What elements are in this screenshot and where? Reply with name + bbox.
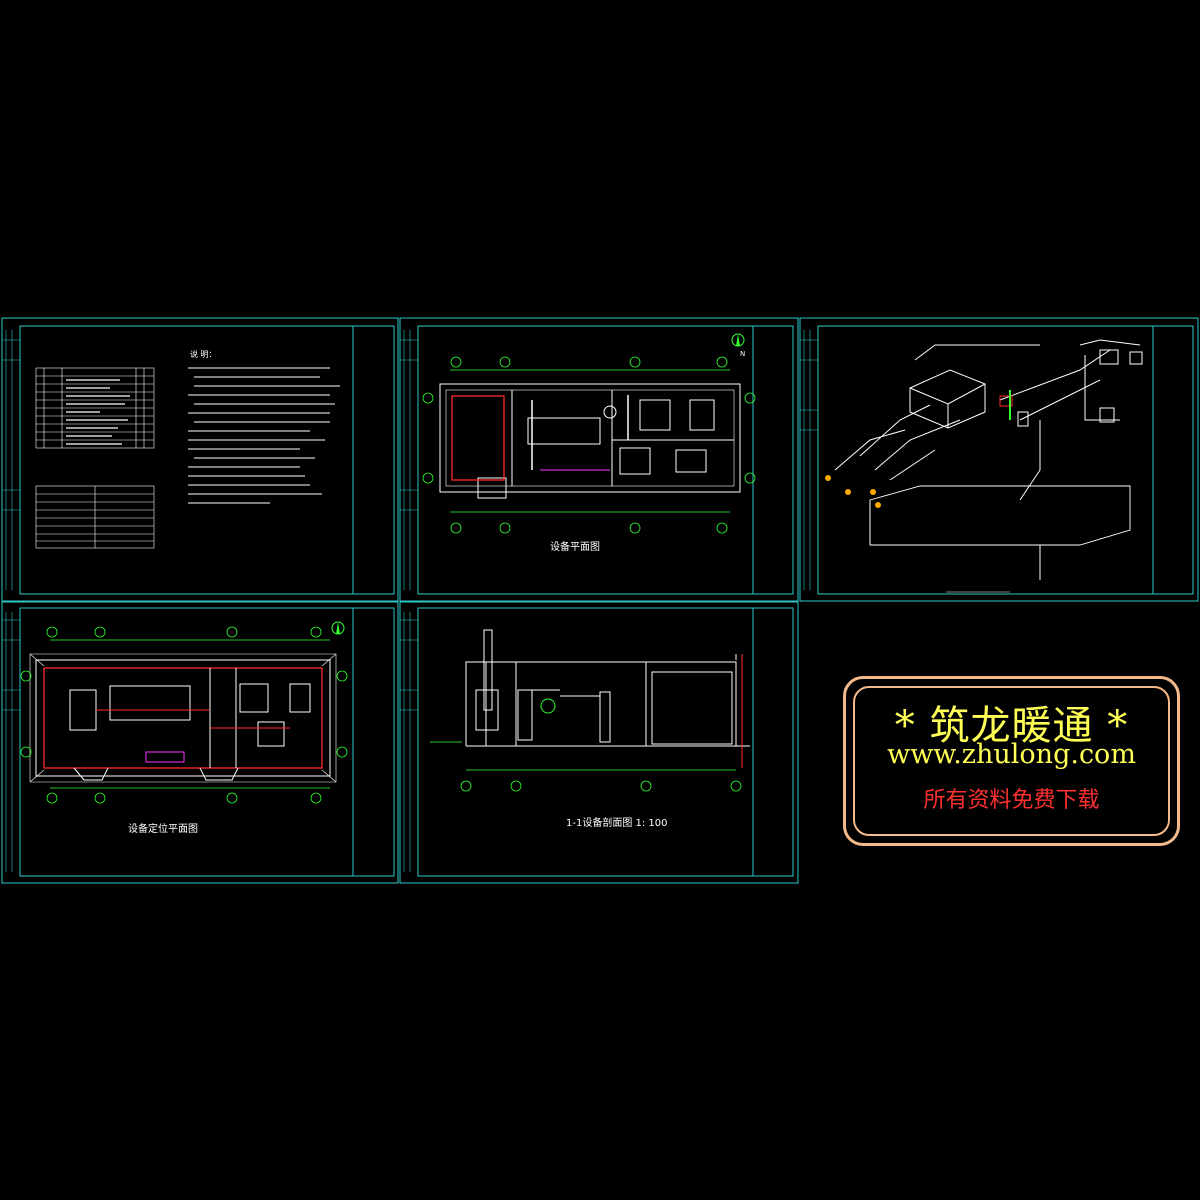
sheet-1-inner-frame xyxy=(19,325,395,595)
sheet-4-title: 设备定位平面图 xyxy=(128,822,198,835)
sheet-2-title: 设备平面图 xyxy=(550,540,600,553)
sheet-frames xyxy=(1,317,1199,884)
sheet-5-title: 1-1设备剖面图 1: 100 xyxy=(566,816,668,829)
logo-title: * 筑龙暖通 * xyxy=(894,703,1129,749)
sheet-3-piping-isometric xyxy=(825,339,1143,593)
logo-url[interactable]: www.zhulong.com xyxy=(887,739,1136,770)
sheet-1-schedule xyxy=(35,367,340,549)
sheet-4-outer-frame xyxy=(1,601,399,884)
sheet-4-location-plan xyxy=(20,621,348,804)
tank-block xyxy=(909,369,986,429)
sheet-1-outer-frame xyxy=(1,317,399,602)
notes-heading: 说 明： xyxy=(190,349,217,359)
sheet-3-outer-frame xyxy=(799,317,1199,602)
sheet-2-inner-frame xyxy=(417,325,794,595)
sheet-3-inner-frame xyxy=(817,325,1194,595)
sheet-5-inner-frame xyxy=(417,607,794,877)
sheet-5-outer-frame xyxy=(399,601,799,884)
zhulong-logo-panel: * 筑龙暖通 * www.zhulong.com 所有资料免费下载 xyxy=(843,676,1180,846)
logo-subtitle: 所有资料免费下载 xyxy=(923,788,1100,813)
north-label: N xyxy=(740,350,745,358)
sheet-5-section xyxy=(430,629,750,792)
logo-inner-border xyxy=(853,686,1170,836)
building-outline xyxy=(439,383,741,493)
boiler-unit xyxy=(527,417,601,445)
boiler-unit-2 xyxy=(109,685,191,721)
sheet-2-outer-frame xyxy=(399,317,799,602)
sheet-2-equipment-plan xyxy=(422,333,756,534)
sheet-4-inner-frame xyxy=(19,607,395,877)
